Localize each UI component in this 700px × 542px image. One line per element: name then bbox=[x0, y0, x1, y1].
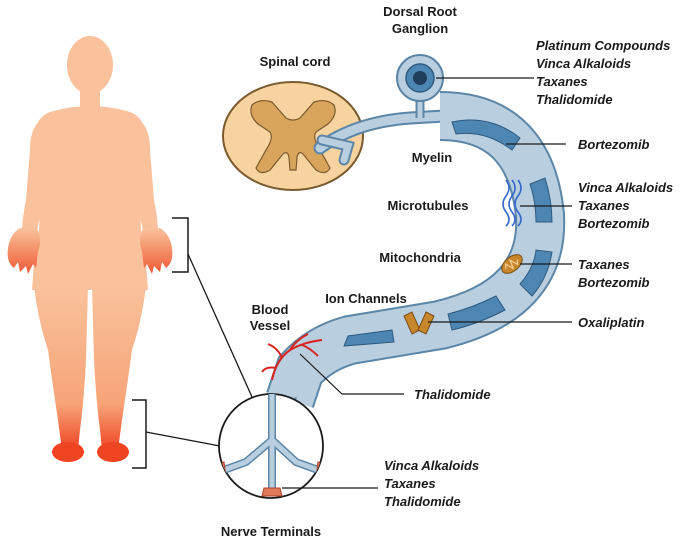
spinal-cord-grey-matter bbox=[250, 99, 336, 174]
drug-label: Thalidomide bbox=[384, 494, 461, 509]
myelin-segment bbox=[529, 177, 553, 223]
myelin-segment bbox=[519, 249, 553, 297]
drugs-ganglion: Platinum Compounds Vinca Alkaloids Taxan… bbox=[536, 38, 670, 107]
figure-neck bbox=[80, 88, 100, 110]
drug-label: Taxanes bbox=[536, 74, 588, 89]
drug-label: Platinum Compounds bbox=[536, 38, 670, 53]
ion-channel bbox=[417, 311, 435, 335]
label-blood-vessel-2: Vessel bbox=[250, 318, 291, 333]
blood-vessel-branch bbox=[261, 366, 277, 373]
drug-label: Thalidomide bbox=[536, 92, 613, 107]
label-ion-channels: Ion Channels bbox=[325, 291, 407, 306]
label-dorsal-root-2: Ganglion bbox=[392, 21, 448, 36]
microtubule bbox=[508, 179, 516, 227]
drug-label: Vinca Alkaloids bbox=[536, 56, 631, 71]
microtubule bbox=[514, 179, 522, 227]
drugs-mitochondria: Taxanes Bortezomib bbox=[578, 257, 650, 290]
figure-torso bbox=[32, 106, 148, 290]
drug-label: Vinca Alkaloids bbox=[578, 180, 673, 195]
label-microtubules: Microtubules bbox=[388, 198, 469, 213]
drug-label: Taxanes bbox=[384, 476, 436, 491]
spinal-cord bbox=[222, 81, 364, 191]
blood-vessel-branch bbox=[289, 333, 309, 351]
blood-vessel-branch bbox=[267, 343, 283, 359]
drugs-nerve-terminals: Vinca Alkaloids Taxanes Thalidomide bbox=[384, 458, 479, 509]
drugs-microtubules: Vinca Alkaloids Taxanes Bortezomib bbox=[578, 180, 673, 231]
drug-label: Bortezomib bbox=[578, 275, 650, 290]
figure-right-arm bbox=[130, 118, 158, 236]
drug-label: Oxaliplatin bbox=[578, 315, 645, 330]
myelin-sheaths bbox=[343, 119, 553, 347]
microtubules bbox=[502, 179, 522, 227]
figure-right-leg bbox=[92, 286, 146, 450]
drug-label: Taxanes bbox=[578, 198, 630, 213]
figure-left-foot bbox=[52, 442, 84, 462]
ion-channels bbox=[403, 311, 435, 335]
label-dorsal-root-1: Dorsal Root bbox=[383, 4, 457, 19]
blood-vessel-branch bbox=[301, 344, 319, 357]
drug-label: Taxanes bbox=[578, 257, 630, 272]
nerve-fiber bbox=[266, 91, 566, 442]
bracket-feet bbox=[132, 399, 147, 469]
nerve-terminal bbox=[261, 487, 283, 497]
figure-left-arm bbox=[22, 118, 50, 236]
bracket-feet-connector bbox=[145, 431, 221, 447]
drug-label: Vinca Alkaloids bbox=[384, 458, 479, 473]
figure-head bbox=[67, 36, 113, 94]
microtubule bbox=[502, 179, 510, 227]
bracket-hands bbox=[172, 217, 189, 273]
figure-left-leg bbox=[34, 286, 88, 450]
figure-left-hand bbox=[7, 228, 41, 274]
drug-label: Bortezomib bbox=[578, 216, 650, 231]
drug-label: Thalidomide bbox=[414, 387, 491, 402]
drugs-myelin: Bortezomib bbox=[578, 137, 650, 152]
mitochondrion bbox=[501, 254, 523, 274]
nerve-terminals-zoom bbox=[218, 393, 324, 499]
myelin-segment bbox=[343, 329, 395, 347]
bracket-hands-connector bbox=[187, 253, 253, 398]
label-blood-vessel-1: Blood bbox=[252, 302, 289, 317]
label-nerve-terminals: Nerve Terminals bbox=[221, 524, 321, 539]
drugs-ion-channels: Oxaliplatin bbox=[578, 315, 645, 330]
pointer-lines bbox=[282, 77, 572, 489]
label-spinal-cord: Spinal cord bbox=[260, 54, 331, 69]
label-mitochondria: Mitochondria bbox=[379, 250, 461, 265]
drugs-blood-vessel: Thalidomide bbox=[414, 387, 491, 402]
blood-vessels bbox=[261, 333, 323, 381]
human-figure bbox=[7, 36, 173, 462]
label-myelin: Myelin bbox=[412, 150, 453, 165]
pointer-blood-vessel bbox=[299, 353, 404, 395]
figure-right-foot bbox=[97, 442, 129, 462]
figure-right-hand bbox=[140, 228, 173, 274]
drug-label: Bortezomib bbox=[578, 137, 650, 152]
